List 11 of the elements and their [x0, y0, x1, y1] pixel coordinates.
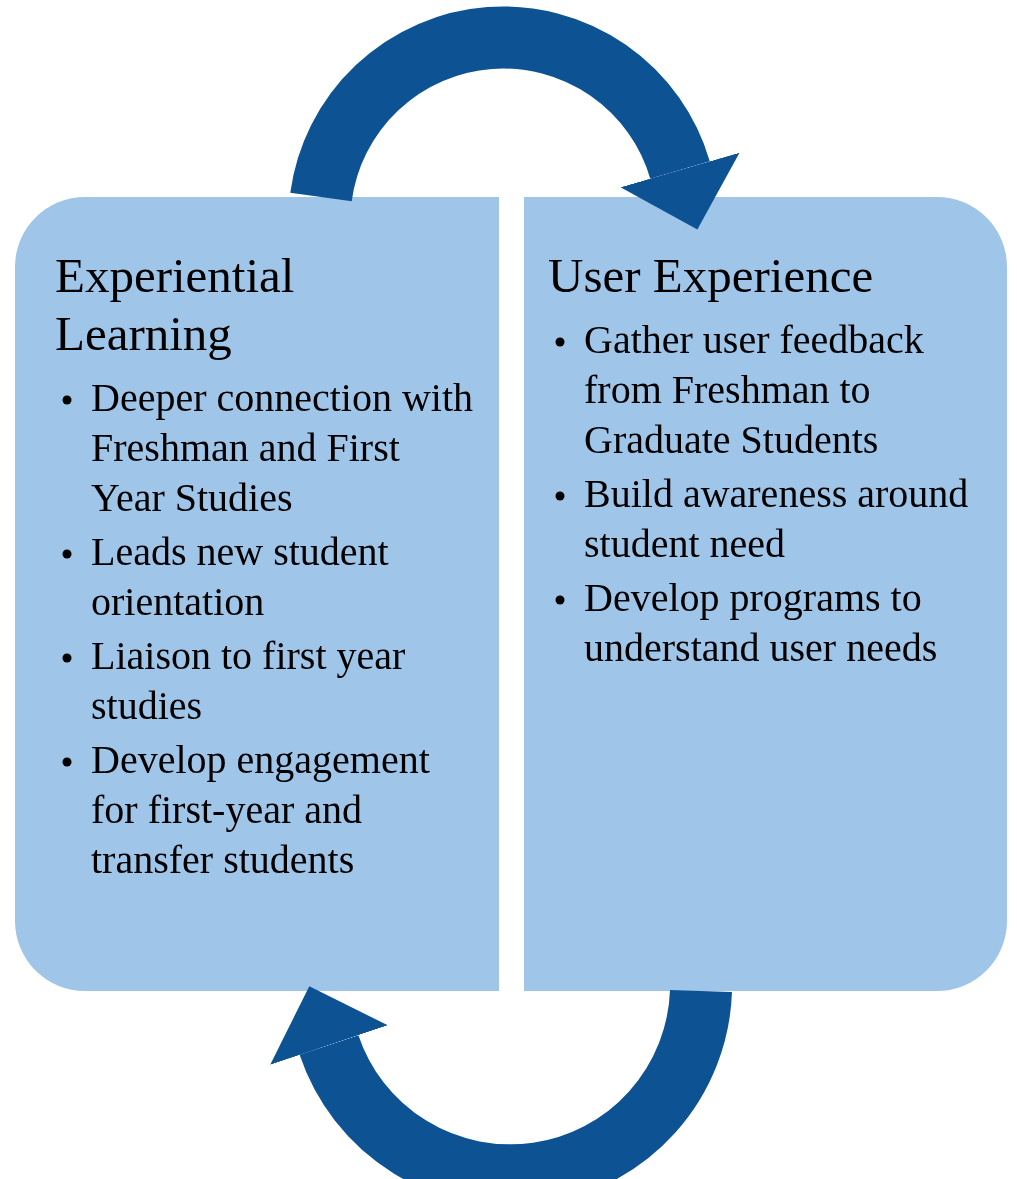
bullet-text: Build awareness around student need	[584, 471, 969, 566]
bullet-text: Liaison to first year studies	[91, 633, 406, 728]
bullet-text: Develop programs to understand user needs	[584, 575, 938, 670]
content-panel	[524, 197, 1007, 991]
bullet-text: Gather user feedback from Freshman to Graduate Students	[584, 317, 924, 462]
bullet-text: Develop engagement for first-year and transfer students	[91, 737, 430, 882]
bullet-text: Leads new student orientation	[91, 529, 389, 624]
content-panel	[15, 197, 499, 991]
panel-heading: User Experience	[548, 247, 875, 305]
bullet-text: Deeper connection with Freshman and First Year Studies	[91, 375, 474, 520]
panel-heading: Experiential Learning	[55, 247, 296, 363]
